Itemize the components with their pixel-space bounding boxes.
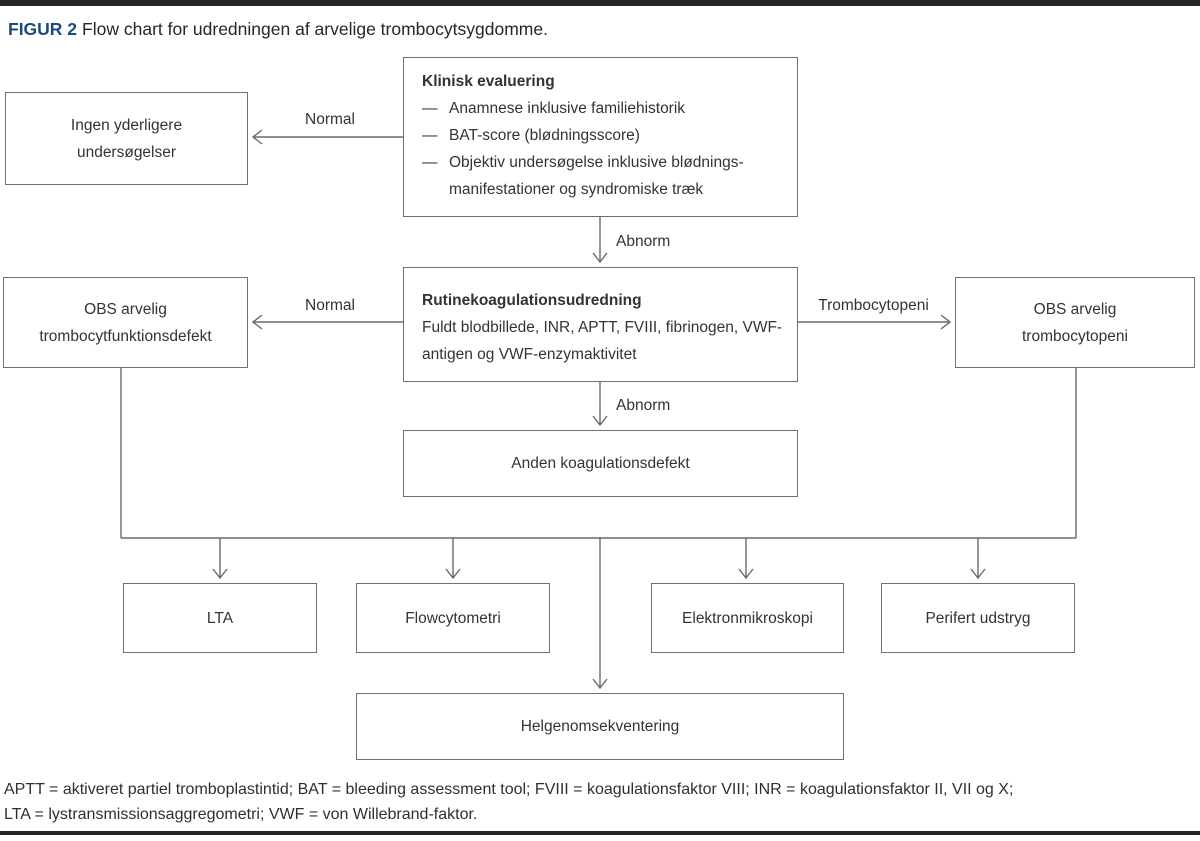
list-item-text: Anamnese inklusive familiehistorik [449, 100, 686, 117]
node-label: Anden koagulationsdefekt [511, 455, 690, 472]
list-item: — BAT-score (blødningsscore) [422, 122, 785, 149]
node-anden-koagulationsdefekt: Anden koagulationsdefekt [403, 430, 798, 497]
node-perifert-udstryg: Perifert udstryg [881, 583, 1075, 653]
edge-label-abnorm-mid: Abnorm [616, 397, 671, 415]
node-label: Ingen yderligere undersøgelser [70, 116, 183, 161]
list-item-text: BAT-score (blødningsscore) [449, 127, 640, 144]
node-label: Flowcytometri [405, 609, 501, 627]
bottom-rule-bar [0, 831, 1200, 835]
footnote-line-2: LTA = lystransmissionsaggregometri; VWF … [4, 806, 478, 823]
edge-label-abnorm-top: Abnorm [616, 233, 671, 251]
node-label: Elektronmikroskopi [682, 609, 813, 627]
figure-caption: Flow chart for udredningen af arvelige t… [82, 19, 548, 39]
node-rutine-title: Rutinekoagulationsudredning [422, 292, 642, 309]
node-label: OBS arvelig trombocytopeni [1022, 300, 1128, 345]
edge-label-normal-top: Normal [260, 111, 400, 129]
node-label: LTA [206, 609, 234, 627]
list-item: — Anamnese inklusive familiehistorik [422, 95, 785, 122]
list-item: — Objektiv undersøgelse inklusive blødni… [422, 149, 785, 203]
node-lta: LTA [123, 583, 317, 653]
node-elektronmikroskopi: Elektronmikroskopi [651, 583, 844, 653]
figure-number-label: FIGUR 2 [8, 19, 78, 39]
node-obs-arvelig-trombocytopeni: OBS arvelig trombocytopeni [955, 277, 1195, 368]
dash-bullet-marker: — [422, 127, 438, 144]
dash-bullet-marker: — [422, 154, 438, 171]
node-obs-arvelig-trombocytfunktionsdefekt: OBS arvelig trombocytfunktionsdefekt [3, 277, 248, 368]
node-label: Helgenomsekventering [520, 718, 680, 735]
edge-label-trombocytopeni: Trombocytopeni [801, 297, 946, 315]
top-rule-bar [0, 0, 1200, 6]
node-rutinekoagulationsudredning: Rutinekoagulationsudredning Fuldt blodbi… [403, 267, 798, 382]
list-item-text: Objektiv undersøgelse inklusive blødning… [449, 154, 744, 198]
node-label: OBS arvelig trombocytfunktionsdefekt [39, 300, 212, 345]
dash-bullet-marker: — [422, 100, 438, 117]
node-flowcytometri: Flowcytometri [356, 583, 550, 653]
node-ingen-yderligere-undersoegelser: Ingen yderligere undersøgelser [5, 92, 248, 185]
node-klinisk-evaluering: Klinisk evaluering — Anamnese inklusive … [403, 57, 798, 217]
node-rutine-body: Fuldt blodbillede, INR, APTT, FVIII, fib… [422, 319, 783, 363]
edge-label-normal-mid: Normal [260, 297, 400, 315]
node-klinisk-evaluering-title: Klinisk evaluering [422, 73, 555, 90]
node-helgenomsekventering: Helgenomsekventering [356, 693, 844, 760]
footnote-line-1: APTT = aktiveret partiel tromboplastinti… [4, 781, 1014, 798]
node-label: Perifert udstryg [925, 609, 1031, 627]
